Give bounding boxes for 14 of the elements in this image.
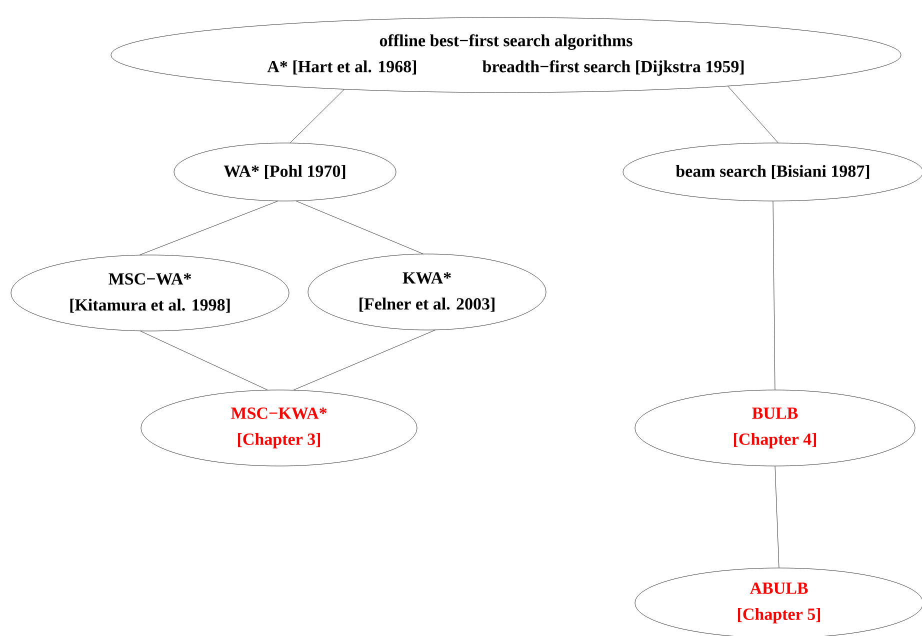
ellipse-node: KWA* [Felner et al. 2003]	[308, 254, 546, 330]
connector-line	[728, 86, 778, 143]
connector-line	[293, 330, 436, 390]
ellipse-node: BULB [Chapter 4]	[634, 390, 916, 466]
ellipse-node: WA* [Pohl 1970]	[174, 142, 396, 202]
connector-line	[140, 330, 268, 390]
ellipse-node: MSC−KWA* [Chapter 3]	[140, 390, 418, 466]
ellipse-node: offline best−first search algorithms A* [Hart et al. 1968] breadth−first search [Dijkstra 1959]	[110, 17, 902, 93]
connector-line	[290, 89, 344, 144]
connector-line	[140, 200, 278, 256]
connector-line	[772, 201, 776, 390]
connector-line	[296, 200, 424, 254]
ellipse-node: MSC−WA* [Kitamura et al. 1998]	[10, 254, 290, 332]
connector-line	[774, 466, 780, 568]
